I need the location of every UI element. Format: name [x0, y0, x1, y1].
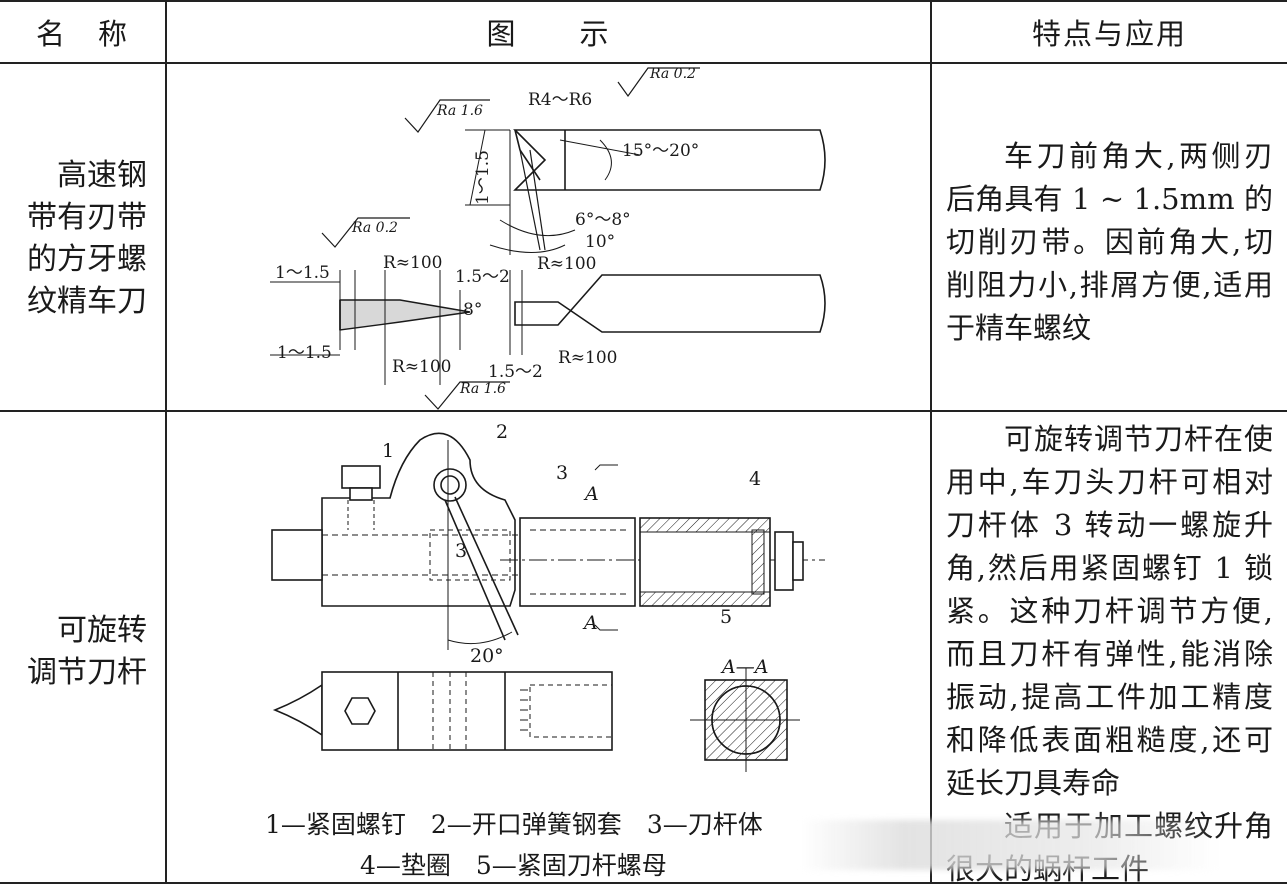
- row1-desc-paragraph: 车刀前角大,两侧刃后角具有 1 ~ 1.5mm 的切削刃带。因前角大,切削阻力小…: [946, 139, 1273, 345]
- row1-description: 车刀前角大,两侧刃后角具有 1 ~ 1.5mm 的切削刃带。因前角大,切削阻力小…: [932, 135, 1287, 350]
- column-divider-2: [930, 0, 932, 884]
- header-bottom-border: [0, 62, 1287, 64]
- row2-name-line: 可旋转: [57, 613, 147, 648]
- thread-tool-drawing: [270, 67, 826, 410]
- header-feature: 特点与应用: [1031, 17, 1187, 51]
- header-name: 名 称: [35, 17, 129, 51]
- row1-name: 高速钢 带有刃带 的方牙螺 纹精车刀: [0, 155, 165, 323]
- row2-name: 可旋转 调节刀杆: [0, 610, 165, 694]
- table-top-border: [0, 0, 1287, 2]
- row1-name-line: 带有刃带: [27, 200, 147, 235]
- holder-top-view: [272, 671, 613, 751]
- watermark: [800, 820, 1220, 870]
- row2-name-line: 调节刀杆: [27, 655, 147, 690]
- tool-side-view: [270, 270, 826, 385]
- row1-name-line: 的方牙螺: [27, 242, 147, 277]
- figure-caption-line-2: 4—垫圈 5—紧固刀杆螺母: [360, 851, 667, 880]
- row1-name-line: 高速钢: [57, 158, 147, 193]
- tool-top-view: [465, 129, 826, 255]
- table-bottom-border: [0, 882, 1287, 884]
- column-divider-1: [165, 0, 167, 884]
- holder-front-view: [271, 432, 825, 650]
- section-view: [690, 668, 800, 772]
- row2-description: 可旋转调节刀杆在使用中,车刀头刀杆可相对刀杆体 3 转动一螺旋升角,然后用紧固螺…: [932, 418, 1287, 891]
- row1-name-line: 纹精车刀: [27, 284, 147, 319]
- adjustable-holder-drawing: [271, 432, 825, 772]
- row-divider: [0, 410, 1287, 412]
- roughness-symbol: [321, 67, 700, 410]
- row2-desc-paragraph: 可旋转调节刀杆在使用中,车刀头刀杆可相对刀杆体 3 转动一螺旋升角,然后用紧固螺…: [946, 422, 1273, 800]
- header-figure: 图 示: [486, 17, 611, 51]
- figure-caption-line-1: 1—紧固螺钉 2—开口弹簧钢套 3—刀杆体: [265, 810, 763, 839]
